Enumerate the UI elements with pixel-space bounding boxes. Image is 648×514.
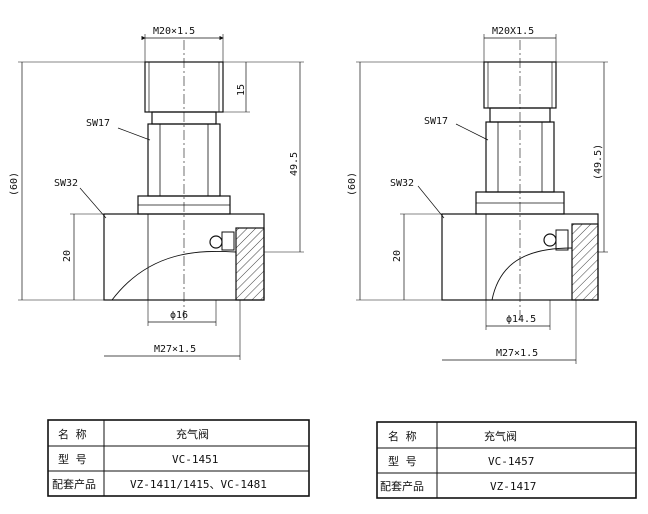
- right-height-mid-label: (49.5): [593, 144, 604, 180]
- right-thread-bottom-label: M27×1.5: [496, 348, 538, 359]
- left-thread-top-label: M20×1.5: [153, 26, 195, 37]
- left-table-label-name: 名 称: [58, 427, 87, 441]
- left-table-value-model: VC-1451: [172, 453, 218, 466]
- left-height-total-label: (60): [9, 172, 20, 196]
- right-bore-label: ϕ14.5: [506, 314, 536, 325]
- left-bore-label: ϕ16: [170, 310, 188, 321]
- left-top-thread: [144, 61, 224, 113]
- left-table-value-name: 充气阀: [176, 427, 209, 441]
- right-spec-table: [376, 421, 637, 499]
- left-table-label-compat: 配套产品: [52, 477, 96, 491]
- left-valve-view: [18, 34, 304, 360]
- left-table-label-model: 型 号: [58, 452, 87, 466]
- right-wrench-small-label: SW17: [424, 116, 448, 127]
- left-seal-ring: [209, 235, 223, 249]
- left-thread-bottom-label: M27×1.5: [154, 344, 196, 355]
- right-table-label-model: 型 号: [388, 454, 417, 468]
- right-table-value-compat: VZ-1417: [490, 480, 536, 493]
- left-table-value-compat: VZ-1411/1415、VC-1481: [130, 478, 267, 491]
- left-height-thread-label: 15: [236, 84, 247, 96]
- right-height-body-label: 20: [392, 250, 403, 262]
- right-table-value-name: 充气阀: [484, 429, 517, 443]
- right-thread-top-label: M20X1.5: [492, 26, 534, 37]
- left-height-body-label: 20: [62, 250, 73, 262]
- left-spec-table: [47, 419, 310, 497]
- right-hatch: [571, 223, 599, 301]
- right-valve-view: [356, 34, 608, 364]
- right-table-value-model: VC-1457: [488, 455, 534, 468]
- right-table-label-name: 名 称: [388, 429, 417, 443]
- right-wrench-large-label: SW32: [390, 178, 414, 189]
- left-wrench-small-label: SW17: [86, 118, 110, 129]
- left-wrench-large-label: SW32: [54, 178, 78, 189]
- left-height-mid-label: 49.5: [289, 152, 300, 176]
- right-seal-ring: [543, 233, 557, 247]
- left-hatch: [235, 227, 265, 301]
- right-table-label-compat: 配套产品: [380, 479, 424, 493]
- right-height-total-label: (60): [347, 172, 358, 196]
